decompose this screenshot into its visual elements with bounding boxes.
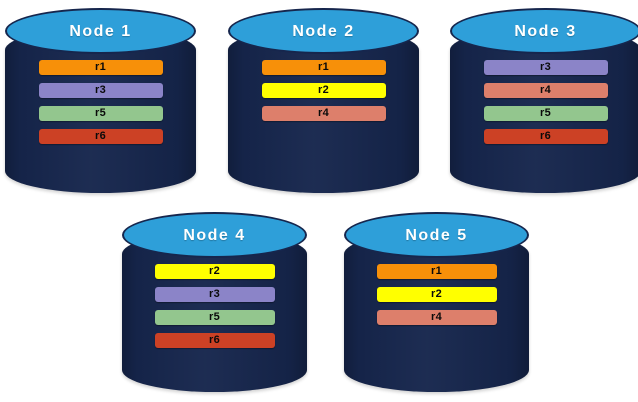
record-label: r3 (209, 288, 220, 300)
record-bar-list: r1 r2 r4 (344, 264, 529, 325)
record-bar-r4[interactable]: r4 (261, 106, 386, 121)
record-bar-list: r1 r2 r4 (228, 60, 419, 121)
database-node-node-2[interactable]: Node 2 r1 r2 r4 (228, 8, 419, 193)
record-label: r1 (431, 265, 442, 277)
database-node-node-5[interactable]: Node 5 r1 r2 r4 (344, 212, 529, 392)
record-bar-r2[interactable]: r2 (261, 83, 386, 98)
cylinder-top-disc: Node 4 (122, 212, 307, 258)
record-label: r5 (95, 107, 106, 119)
node-title: Node 4 (183, 227, 246, 244)
node-title: Node 3 (514, 23, 577, 40)
cylinder-top-disc: Node 3 (450, 8, 638, 54)
database-node-node-3[interactable]: Node 3 r3 r4 r5 r6 (450, 8, 638, 193)
record-label: r2 (431, 288, 442, 300)
database-node-node-1[interactable]: Node 1 r1 r3 r5 r6 (5, 8, 196, 193)
record-bar-r2[interactable]: r2 (154, 264, 275, 279)
record-label: r4 (318, 107, 329, 119)
record-label: r6 (95, 130, 106, 142)
cylinder-top-disc: Node 2 (228, 8, 419, 54)
record-label: r2 (318, 84, 329, 96)
record-bar-list: r1 r3 r5 r6 (5, 60, 196, 144)
record-label: r1 (95, 61, 106, 73)
record-bar-list: r3 r4 r5 r6 (450, 60, 638, 144)
record-label: r3 (540, 61, 551, 73)
record-label: r2 (209, 265, 220, 277)
record-bar-r6[interactable]: r6 (154, 333, 275, 348)
record-label: r4 (431, 311, 442, 323)
cylinder-top-disc: Node 5 (344, 212, 529, 258)
node-title: Node 1 (69, 23, 132, 40)
node-title: Node 2 (292, 23, 355, 40)
record-label: r4 (540, 84, 551, 96)
record-label: r6 (540, 130, 551, 142)
record-label: r6 (209, 334, 220, 346)
record-bar-r5[interactable]: r5 (38, 106, 163, 121)
record-bar-r4[interactable]: r4 (376, 310, 497, 325)
node-title: Node 5 (405, 227, 468, 244)
record-bar-r1[interactable]: r1 (261, 60, 386, 75)
record-label: r5 (540, 107, 551, 119)
record-label: r1 (318, 61, 329, 73)
cylinder-top-disc: Node 1 (5, 8, 196, 54)
record-bar-r3[interactable]: r3 (154, 287, 275, 302)
record-bar-r6[interactable]: r6 (38, 129, 163, 144)
record-bar-r5[interactable]: r5 (154, 310, 275, 325)
record-label: r3 (95, 84, 106, 96)
record-label: r5 (209, 311, 220, 323)
record-bar-r2[interactable]: r2 (376, 287, 497, 302)
record-bar-r4[interactable]: r4 (483, 83, 608, 98)
record-bar-r1[interactable]: r1 (38, 60, 163, 75)
record-bar-r5[interactable]: r5 (483, 106, 608, 121)
record-bar-list: r2 r3 r5 r6 (122, 264, 307, 348)
record-bar-r6[interactable]: r6 (483, 129, 608, 144)
record-bar-r3[interactable]: r3 (483, 60, 608, 75)
record-bar-r3[interactable]: r3 (38, 83, 163, 98)
record-bar-r1[interactable]: r1 (376, 264, 497, 279)
database-node-node-4[interactable]: Node 4 r2 r3 r5 r6 (122, 212, 307, 392)
